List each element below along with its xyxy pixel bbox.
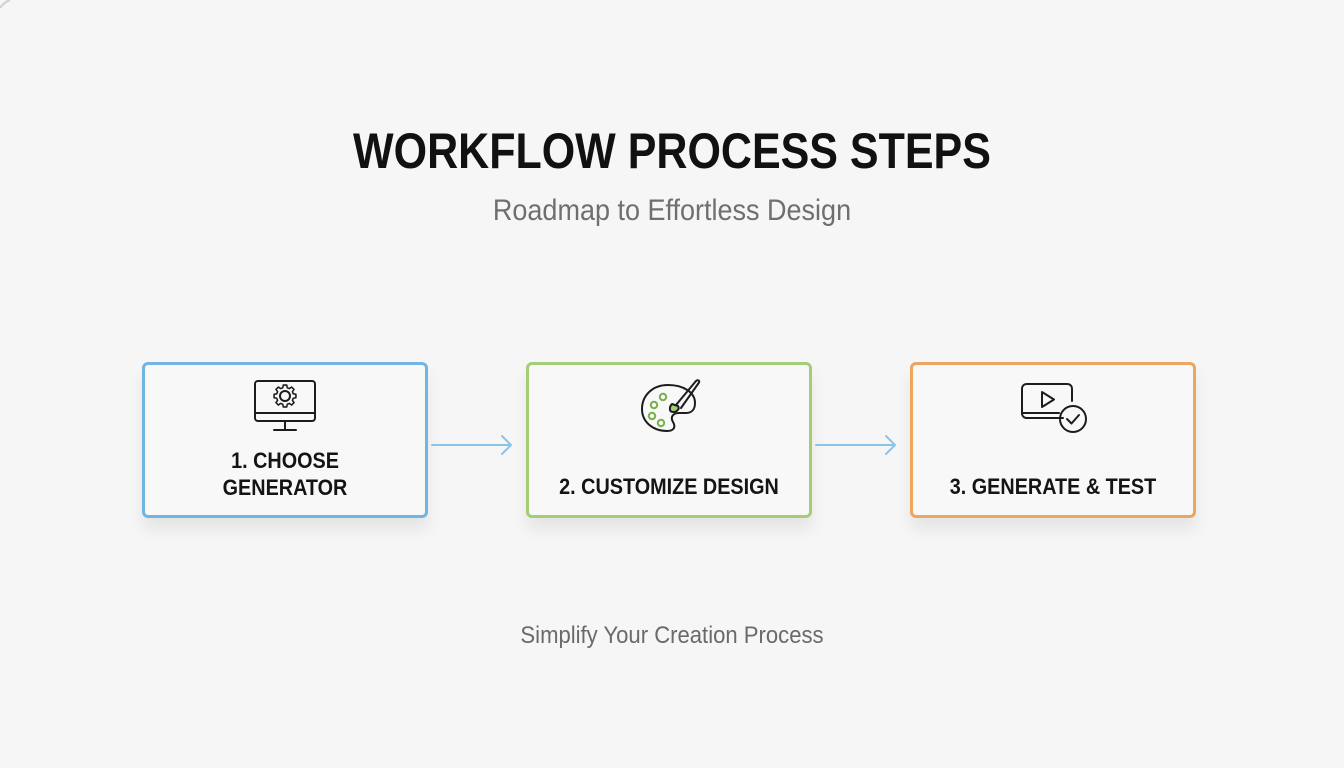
step-label: 3. GENERATE & TEST <box>927 473 1179 500</box>
step-label-line: 2. CUSTOMIZE DESIGN <box>559 474 779 499</box>
page-subtitle: Roadmap to Effortless Design <box>492 194 852 227</box>
arrow-right-icon <box>431 435 512 455</box>
step-label-line: 1. CHOOSE <box>231 448 339 473</box>
step-card-choose-generator: 1. CHOOSE GENERATOR <box>142 362 428 518</box>
step-label-line: GENERATOR <box>222 475 348 500</box>
monitor-gear-icon <box>145 375 425 439</box>
page-title: WORKFLOW PROCESS STEPS <box>353 123 991 179</box>
corner-decoration <box>0 0 11 9</box>
step-card-generate-test: 3. GENERATE & TEST <box>910 362 1196 518</box>
arrow-right-icon <box>815 435 896 455</box>
step-label: 2. CUSTOMIZE DESIGN <box>543 473 795 500</box>
step-label: 1. CHOOSE GENERATOR <box>159 447 411 501</box>
step-label-line: 3. GENERATE & TEST <box>949 474 1157 499</box>
step-card-customize-design: 2. CUSTOMIZE DESIGN <box>526 362 812 518</box>
tagline: Simplify Your Creation Process <box>520 622 824 649</box>
palette-brush-icon <box>529 375 809 439</box>
video-check-icon <box>913 375 1193 439</box>
